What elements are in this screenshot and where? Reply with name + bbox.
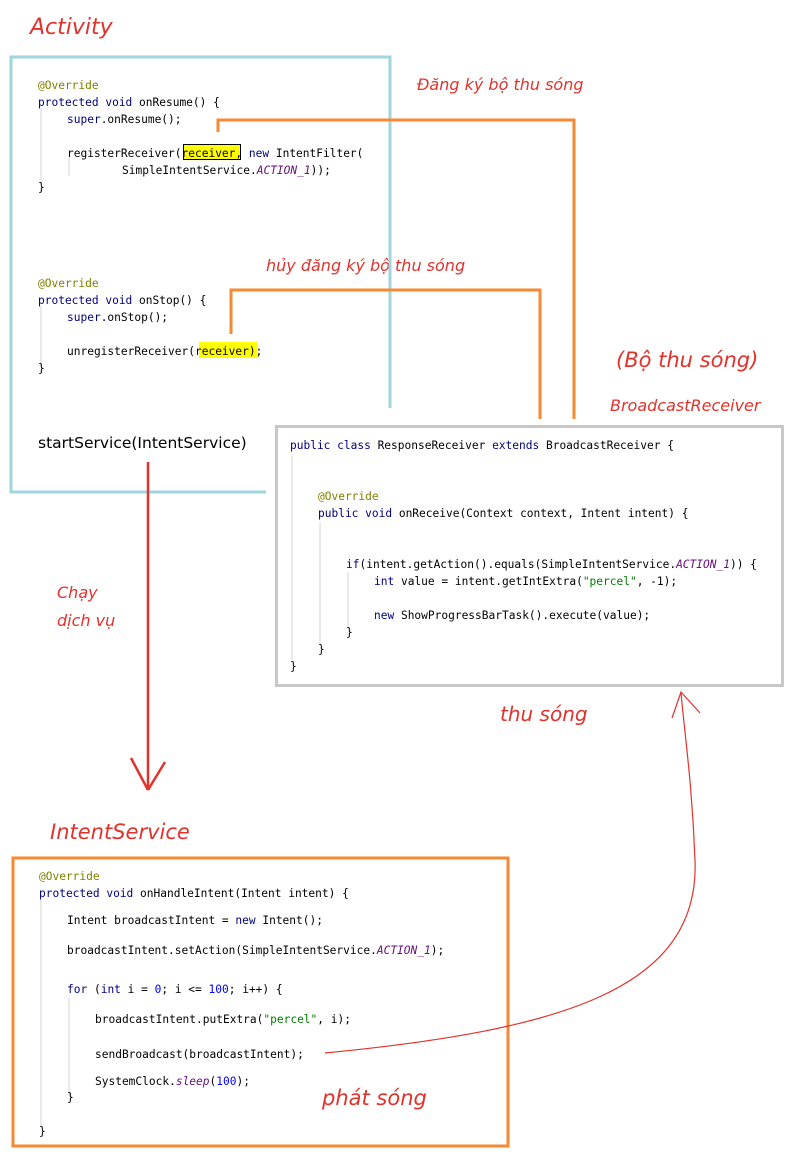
broadcast-arrow [324, 690, 701, 1054]
code-line: broadcastIntent.setAction(SimpleIntentSe… [67, 944, 444, 957]
intent-service-label: IntentService [50, 820, 190, 844]
code-line: @Override [38, 79, 99, 92]
code-line: @Override [39, 870, 100, 883]
receiver-vi-label: (Bộ thu sóng) [616, 348, 758, 372]
code-line: } [38, 362, 45, 375]
code-line: Intent broadcastIntent = new Intent(); [67, 914, 323, 927]
activity-frame [9, 55, 392, 494]
receiver-en-label: BroadcastReceiver [610, 396, 762, 415]
receive-label: thu sóng [500, 702, 588, 726]
unregister-label: hủy đăng ký bộ thu sóng [266, 256, 465, 275]
code-line: } [39, 1125, 46, 1138]
code-line: SimpleIntentService.ACTION_1)); [122, 164, 331, 177]
code-line: protected void onHandleIntent(Intent int… [39, 887, 349, 900]
receiver-code-block: public class ResponseReceiver extends Br… [290, 439, 757, 673]
code-line: @Override [38, 277, 99, 290]
receiver-box [275, 425, 784, 687]
run-service-label-2: dịch vụ [57, 611, 115, 630]
register-label: Đăng ký bộ thu sóng [417, 75, 584, 94]
code-line: for (int i = 0; i <= 100; i++) { [67, 983, 283, 996]
code-line: protected void onStop() { [38, 294, 206, 307]
code-line: SystemClock.sleep(100); [95, 1075, 250, 1088]
code-line: broadcastIntent.putExtra("percel", i); [95, 1013, 351, 1026]
receiver-highlight-2 [199, 342, 257, 358]
start-service-call: startService(IntentService) [38, 434, 247, 452]
activity-code-block: @Override protected void onResume() { su… [38, 79, 363, 375]
code-line: registerReceiver(receiver, new IntentFil… [67, 147, 363, 160]
code-line: int value = intent.getIntExtra("percel",… [374, 575, 677, 588]
code-line: } [38, 181, 45, 194]
activity-label: Activity [28, 15, 114, 40]
code-line: @Override [318, 490, 379, 503]
run-service-label-1: Chạy [57, 583, 98, 602]
code-line: } [290, 660, 297, 673]
register-connector [216, 118, 576, 419]
code-line: } [67, 1091, 74, 1104]
code-line: protected void onResume() { [38, 96, 220, 109]
code-line: super.onStop(); [67, 311, 168, 324]
code-line: unregisterReceiver(receiver); [67, 345, 262, 358]
service-box [11, 856, 510, 1148]
service-code-block: @Override protected void onHandleIntent(… [39, 870, 444, 1138]
receiver-highlight-1 [183, 144, 241, 160]
code-line: if(intent.getAction().equals(SimpleInten… [346, 558, 757, 571]
broadcast-label: phát sóng [321, 1086, 427, 1110]
code-line: sendBroadcast(broadcastIntent); [95, 1048, 304, 1061]
code-line: public class ResponseReceiver extends Br… [290, 439, 674, 452]
run-service-arrow [129, 462, 167, 791]
code-line: } [346, 626, 353, 639]
code-line: new ShowProgressBarTask().execute(value)… [374, 609, 650, 622]
code-line: super.onResume(); [67, 113, 182, 126]
code-line: public void onReceive(Context context, I… [318, 507, 688, 520]
code-line: } [318, 643, 325, 656]
unregister-connector [229, 288, 542, 419]
